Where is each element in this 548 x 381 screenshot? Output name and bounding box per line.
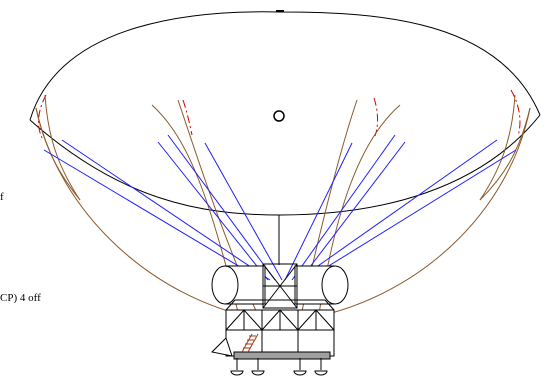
rope-outer-right [299, 107, 531, 321]
rigging-line-9 [297, 139, 498, 281]
envelope [29, 10, 541, 216]
rigging-line-1 [43, 149, 263, 281]
engine-pod-icon [211, 265, 266, 305]
rigging-line-3 [157, 141, 269, 281]
dashed-band-3 [373, 97, 378, 137]
gondola-nose [210, 337, 233, 357]
rope-outer-right-branch [479, 94, 516, 201]
rigging-line-5 [204, 142, 283, 281]
rigging-line-4 [167, 134, 276, 281]
dashed-band-4 [510, 89, 521, 137]
engine-pod-icon [294, 265, 349, 305]
gondola [210, 299, 335, 360]
landing-wheel-icon [230, 358, 244, 376]
landing-wheel-icon [293, 358, 307, 376]
landing-wheel-icon [251, 358, 265, 376]
landing-gear [230, 358, 328, 376]
envelope-top-curve [29, 11, 541, 121]
ladder [241, 333, 259, 353]
gondola-deck [233, 351, 331, 360]
callout-label-upper: f [0, 191, 4, 203]
pod-frame [262, 263, 298, 309]
rope-outer-left-branch [44, 94, 81, 201]
rope-outer-left-branch2 [35, 107, 81, 201]
envelope-bottom-curve [29, 114, 541, 216]
dashed-band-1 [38, 94, 47, 139]
rigging-line-10 [305, 149, 517, 281]
rigging-line-6 [284, 142, 353, 281]
dashed-band-2 [182, 99, 193, 136]
rope-outer-right-branch2 [479, 107, 531, 201]
landing-wheel-icon [314, 358, 328, 376]
engine-pods [211, 265, 349, 305]
valve-circle-icon [273, 110, 285, 122]
callout-label-lower: CP) 4 off [0, 292, 41, 304]
rigging-line-2 [61, 139, 271, 281]
rigging-line-8 [299, 141, 406, 281]
rigging-line-7 [291, 134, 396, 281]
rigging-lines [43, 134, 517, 281]
